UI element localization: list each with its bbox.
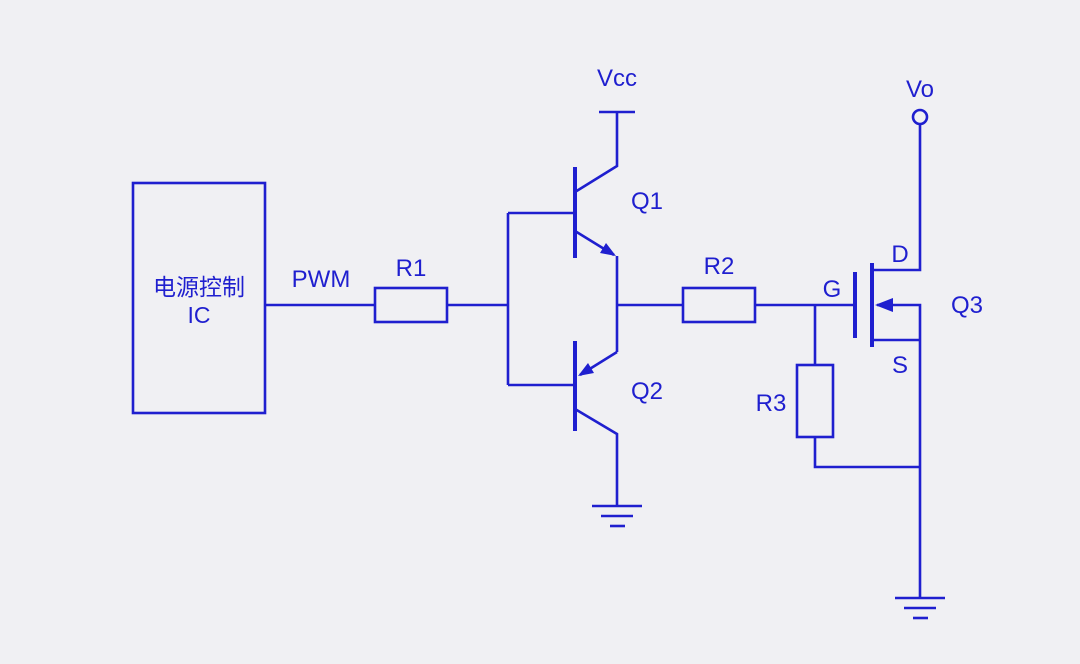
pwm-label: PWM (292, 266, 351, 293)
ground-symbol-q2 (592, 504, 642, 528)
q2-collector-lead (574, 407, 619, 506)
ground-symbol-source (895, 596, 945, 620)
q2-emitter-arrow-icon (578, 363, 594, 376)
q1-label: Q1 (631, 188, 663, 215)
vo-label: Vo (906, 76, 934, 103)
q3-body-lead (877, 303, 922, 340)
drain-label: D (891, 241, 908, 268)
resistor-r3-body (795, 363, 835, 439)
vo-terminal (911, 108, 929, 126)
mosfet-q3: Vo D S Q3 (853, 76, 983, 620)
resistor-r1-body (373, 286, 449, 324)
q1-emitter-arrow-icon (600, 243, 616, 256)
wire-r3-to-source (813, 437, 920, 469)
transistor-q1: Vcc Q1 (508, 65, 663, 258)
source-label: S (892, 352, 908, 379)
ic-label-line2: IC (188, 302, 211, 328)
q3-label: Q3 (951, 292, 983, 319)
transistor-q2: Q2 (508, 341, 663, 528)
gate-label: G (823, 276, 842, 303)
r1-label: R1 (396, 255, 427, 282)
q2-label: Q2 (631, 378, 663, 405)
gate-drive-network: R2 G R3 (617, 253, 920, 469)
vcc-label: Vcc (597, 65, 637, 92)
ic-box (131, 181, 267, 415)
q1-collector-lead (574, 112, 619, 194)
ic-label-line1: 电源控制 (153, 274, 245, 300)
resistor-r2-body (681, 286, 757, 324)
q3-body-arrow-icon (875, 298, 893, 312)
r3-label: R3 (756, 390, 787, 417)
r2-label: R2 (704, 253, 735, 280)
power-control-ic: 电源控制 IC (131, 181, 267, 415)
q3-drain-lead (872, 124, 922, 272)
pwm-input-network: PWM R1 (265, 213, 510, 385)
